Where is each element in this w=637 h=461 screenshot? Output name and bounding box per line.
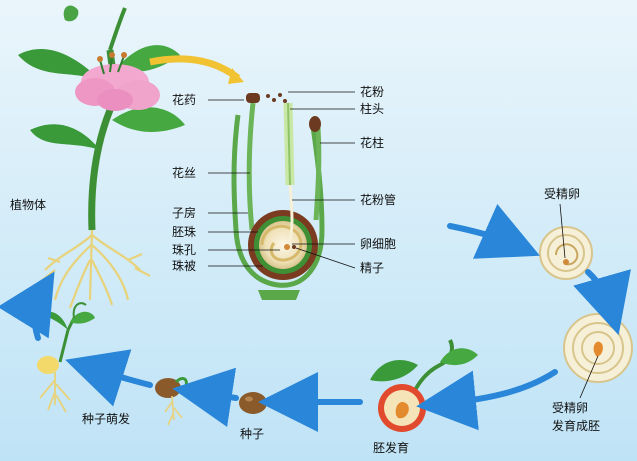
mature-plant bbox=[18, 5, 185, 309]
label-integument: 珠被 bbox=[172, 259, 196, 273]
flower bbox=[75, 52, 160, 111]
roots bbox=[39, 229, 151, 309]
label-style: 花柱 bbox=[360, 135, 384, 150]
leaf-mid-right bbox=[112, 107, 185, 132]
leaf-upper-right bbox=[115, 45, 180, 72]
label-egg-cell: 卵细胞 bbox=[360, 237, 396, 251]
label-ovule: 胚珠 bbox=[172, 225, 196, 239]
label-pollen-tube: 花粉管 bbox=[360, 192, 396, 207]
label-seed-germination: 种子萌发 bbox=[82, 411, 130, 426]
label-ovary: 子房 bbox=[172, 205, 196, 220]
label-sperm: 精子 bbox=[360, 261, 384, 275]
fertilized-egg-small bbox=[539, 226, 593, 280]
arrow-to-seedling bbox=[65, 349, 153, 407]
label-pollen: 花粉 bbox=[360, 84, 384, 99]
arrow-to-embryo-development bbox=[416, 369, 558, 431]
arrow-to-plant-body bbox=[0, 271, 55, 341]
cycle-arrows bbox=[0, 203, 631, 432]
label-seed: 种子 bbox=[240, 427, 264, 441]
label-stigma: 柱头 bbox=[360, 101, 384, 116]
label-micropyle: 珠孔 bbox=[172, 243, 196, 257]
germinating-seed bbox=[155, 377, 188, 426]
leaf-upper-left bbox=[18, 49, 100, 80]
leader-lines bbox=[208, 91, 356, 269]
label-anther: 花药 bbox=[172, 92, 196, 107]
arrow-to-fertilized-egg bbox=[447, 203, 540, 259]
label-fertilized-egg-develops-line1: 受精卵 bbox=[552, 401, 588, 415]
label-plant-body: 植物体 bbox=[10, 197, 46, 212]
arrow-to-germinating-seed bbox=[172, 367, 239, 428]
label-embryo-development: 胚发育 bbox=[373, 440, 409, 455]
label-filament: 花丝 bbox=[172, 165, 196, 180]
seed bbox=[239, 392, 267, 414]
embryo-development bbox=[370, 339, 478, 432]
pollination-arrow bbox=[149, 55, 241, 81]
label-fertilized-egg: 受精卵 bbox=[544, 187, 580, 201]
leaf-mid-left bbox=[30, 124, 100, 150]
seedling bbox=[37, 302, 95, 413]
fertilized-egg-large bbox=[563, 313, 633, 383]
label-fertilized-egg-develops-line2: 发育成胚 bbox=[552, 418, 600, 433]
arrow-to-embryo bbox=[573, 269, 631, 336]
pistil-cross-section bbox=[231, 93, 325, 300]
